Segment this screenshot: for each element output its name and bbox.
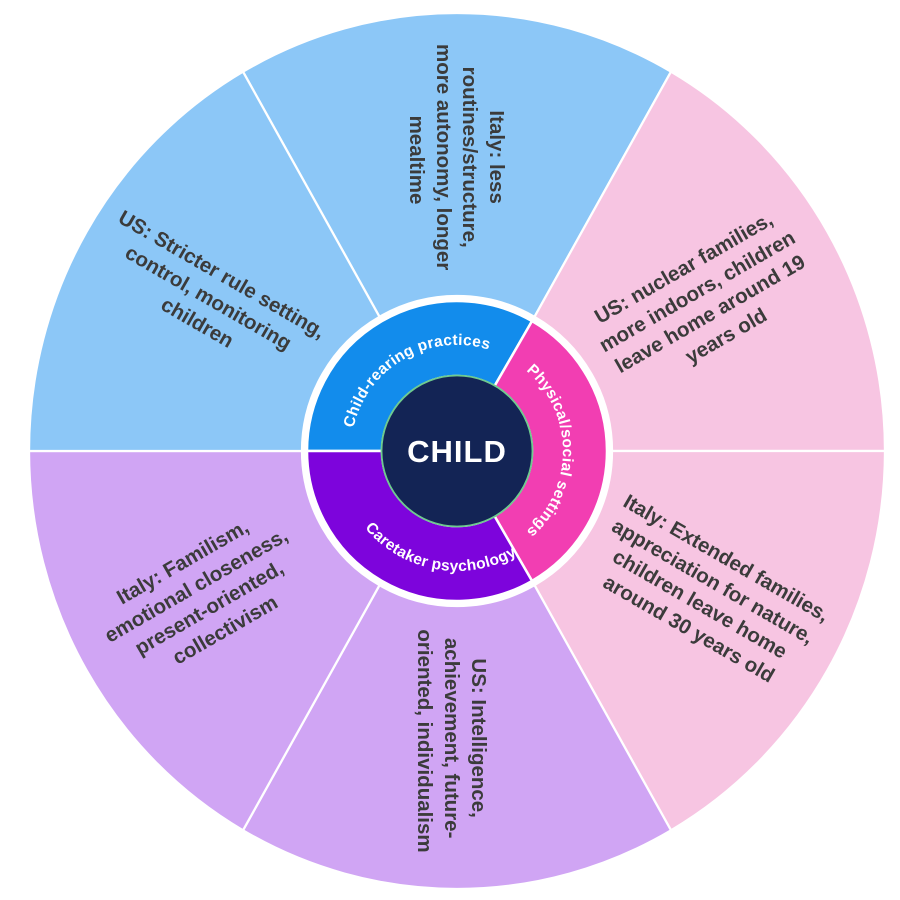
outer-label-italy-child-rearing: Italy: less routines/structure, more aut…: [405, 44, 508, 276]
outer-segment-us-caretaker: [241, 584, 673, 891]
center-label: CHILD: [407, 434, 507, 469]
center-circle: [380, 374, 534, 528]
outer-segment-italy-physical-social: [533, 449, 887, 832]
outer-segment-italy-child-rearing: [241, 11, 673, 318]
outer-segment-us-child-rearing: [27, 70, 381, 453]
outer-segment-us-physical-social: [533, 70, 887, 453]
outer-segment-italy-caretaker: [27, 449, 381, 832]
outer-label-us-caretaker: US: Intelligence, achievement, future- o…: [413, 629, 490, 852]
